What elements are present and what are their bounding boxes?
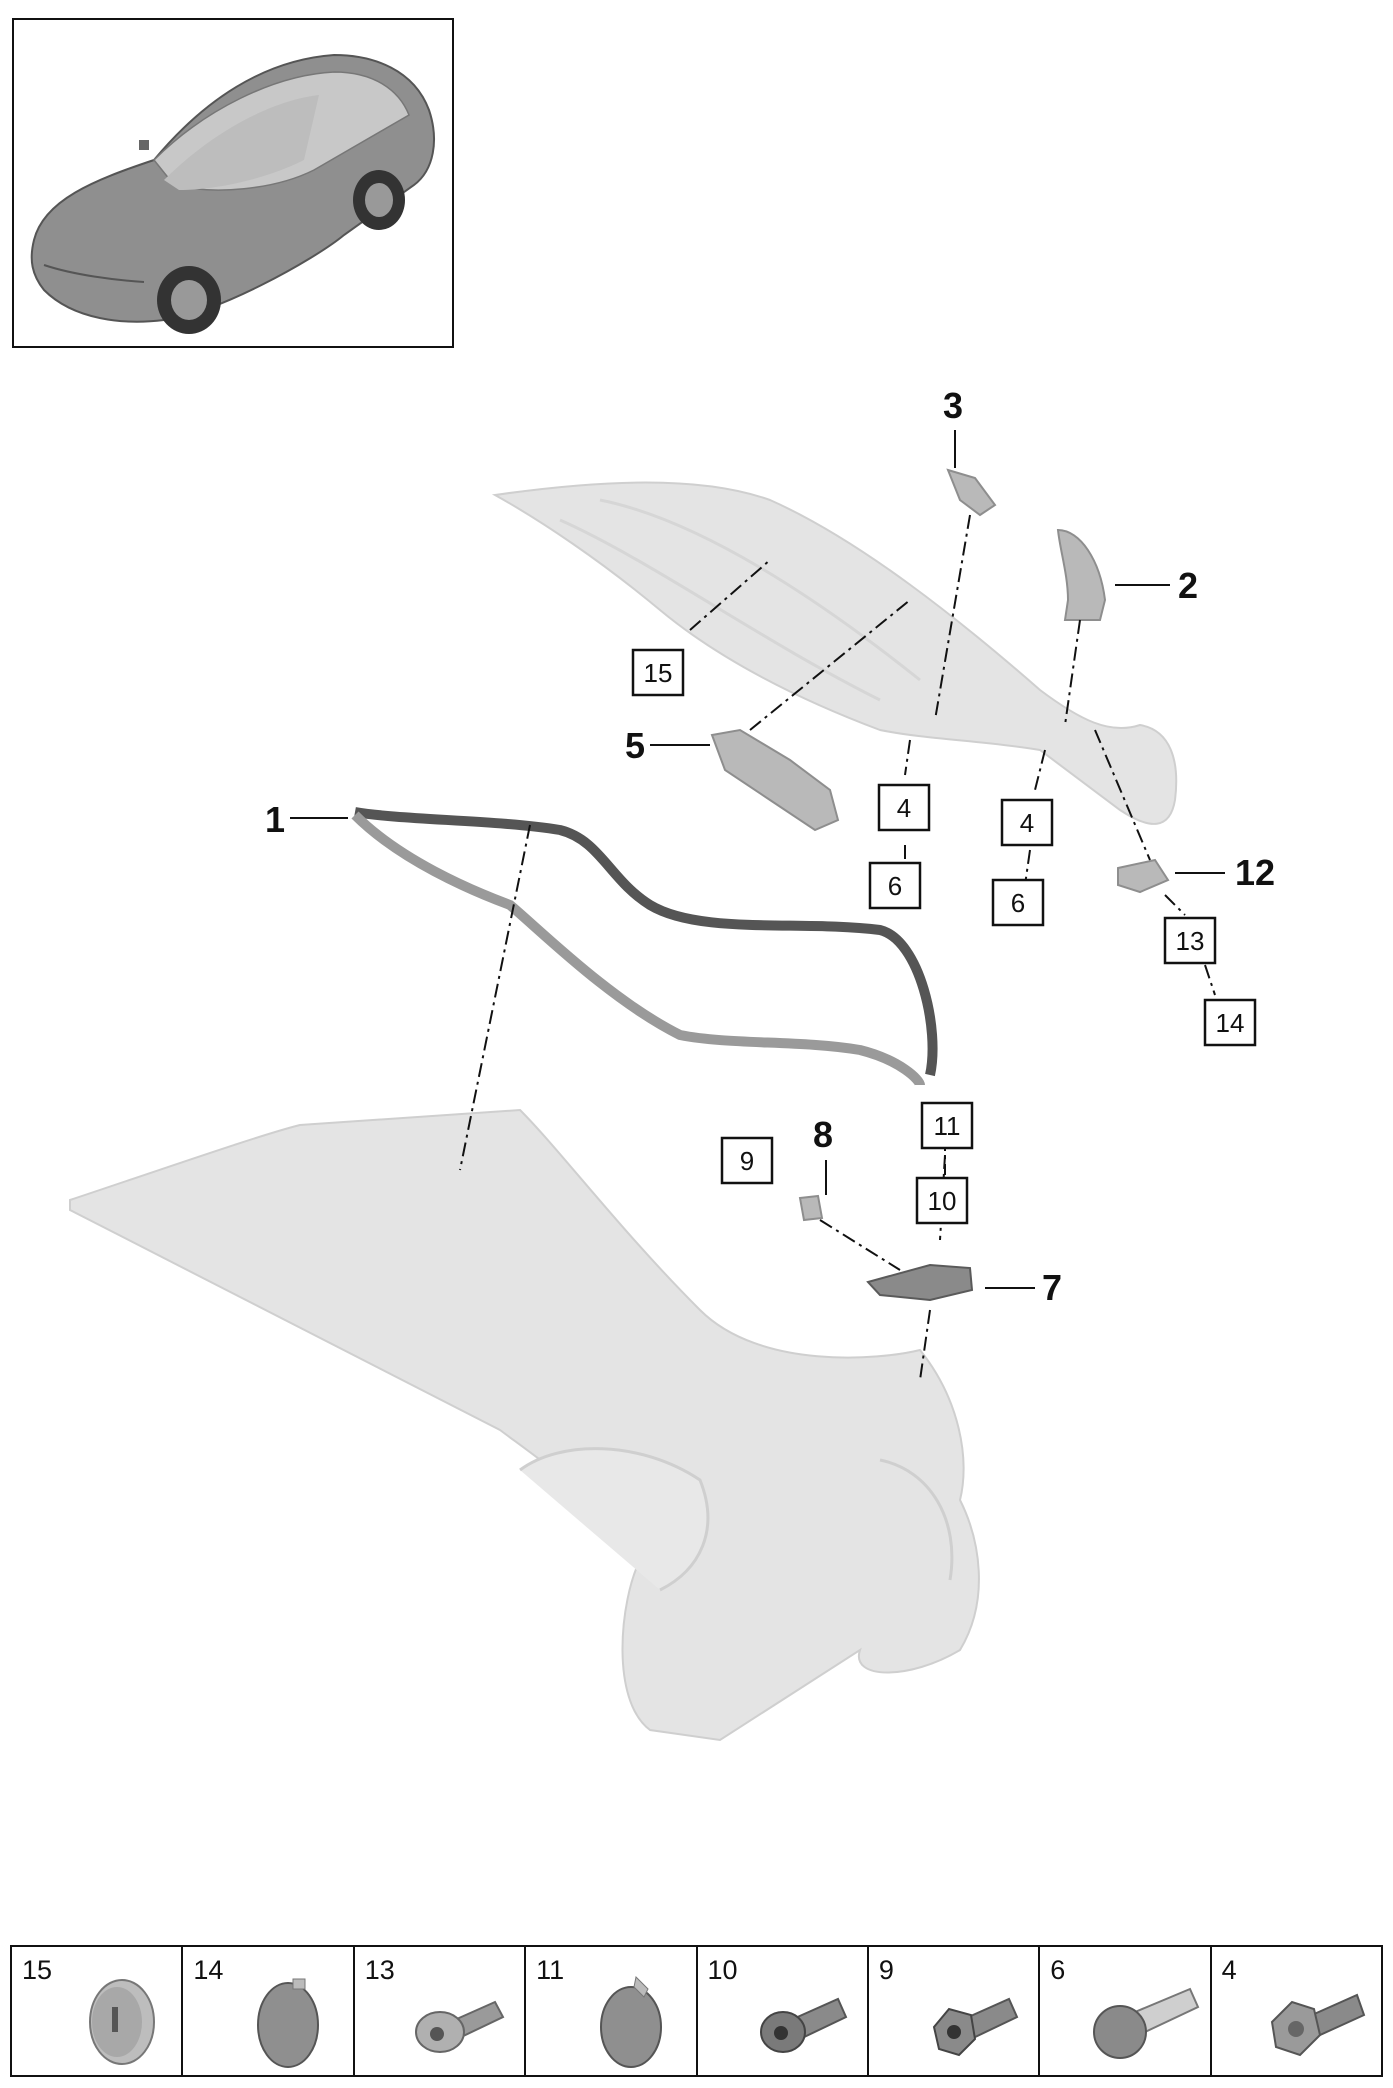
svg-text:9: 9	[740, 1146, 754, 1176]
ref-box-6-left: 6	[868, 861, 922, 910]
legend-number: 4	[1221, 1955, 1237, 1985]
legend-number: 15	[22, 1955, 53, 1985]
legend-number: 14	[193, 1955, 224, 1985]
legend-cell[interactable]: 14	[183, 1947, 355, 2075]
threaded-stud-nut-icon	[1093, 1987, 1200, 2059]
part-12-buffer[interactable]	[1117, 858, 1170, 894]
svg-text:6: 6	[1011, 888, 1025, 918]
legend-number: 13	[364, 1955, 395, 1985]
legend-number: 10	[707, 1955, 738, 1985]
legend-cell[interactable]: 13	[355, 1947, 527, 2075]
ref-box-4-right: 4	[1000, 798, 1054, 847]
callout-5: 5	[625, 725, 645, 766]
callout-2: 2	[1178, 565, 1198, 606]
callout-7: 7	[1042, 1267, 1062, 1308]
rear-body-shell	[69, 1108, 980, 1742]
ref-box-9: 9	[720, 1136, 774, 1185]
part-3-bracket[interactable]	[946, 468, 997, 517]
callout-3: 3	[943, 385, 963, 426]
svg-text:13: 13	[1176, 926, 1205, 956]
legend-cell[interactable]: 10	[698, 1947, 869, 2075]
parts-legend: 15 14 13 11 10	[10, 1945, 1383, 2077]
vehicle-thumbnail	[12, 18, 454, 348]
legend-cell[interactable]: 4	[1212, 1947, 1381, 2075]
svg-text:6: 6	[888, 871, 902, 901]
callout-8: 8	[813, 1114, 833, 1155]
hex-flange-screw-icon	[932, 1997, 1019, 2057]
ref-box-14: 14	[1203, 998, 1257, 1047]
legend-cell[interactable]: 15	[12, 1947, 184, 2075]
clip-cap-icon	[600, 1975, 663, 2068]
svg-text:10: 10	[928, 1186, 957, 1216]
part-2-bracket[interactable]	[1056, 528, 1107, 621]
legend-cell[interactable]: 6	[1040, 1947, 1212, 2075]
tailgate-frame	[491, 481, 1178, 825]
torx-screw-icon	[414, 2000, 505, 2053]
svg-text:14: 14	[1216, 1008, 1245, 1038]
ref-box-13: 13	[1163, 916, 1217, 965]
svg-text:11: 11	[934, 1111, 961, 1141]
ref-box-10: 10	[915, 1176, 969, 1225]
legend-cell[interactable]: 11	[526, 1947, 698, 2075]
legend-number: 6	[1050, 1955, 1066, 1985]
ref-box-11: 11	[920, 1101, 974, 1150]
spacer-bolt-icon	[1270, 1993, 1365, 2057]
torx-bolt-icon	[759, 1997, 847, 2053]
svg-text:4: 4	[1020, 808, 1034, 838]
part-7-striker-plate[interactable]	[866, 1263, 974, 1302]
part-5-rail[interactable]	[710, 728, 840, 832]
round-cap-icon	[257, 1978, 320, 2068]
ref-box-6-right: 6	[991, 878, 1045, 927]
car-silhouette-icon	[30, 53, 435, 334]
callout-12: 12	[1235, 852, 1275, 893]
legend-number: 9	[878, 1955, 894, 1985]
part-1-seal[interactable]	[351, 807, 938, 1087]
ref-box-15: 15	[631, 648, 685, 697]
legend-number: 11	[536, 1955, 565, 1985]
ref-box-4-left: 4	[877, 783, 931, 832]
legend-cell[interactable]: 9	[869, 1947, 1041, 2075]
callout-1: 1	[265, 799, 285, 840]
grommet-plug-icon	[89, 1979, 155, 2065]
part-8-clip[interactable]	[798, 1194, 824, 1222]
svg-text:4: 4	[897, 793, 911, 823]
svg-text:15: 15	[644, 658, 673, 688]
